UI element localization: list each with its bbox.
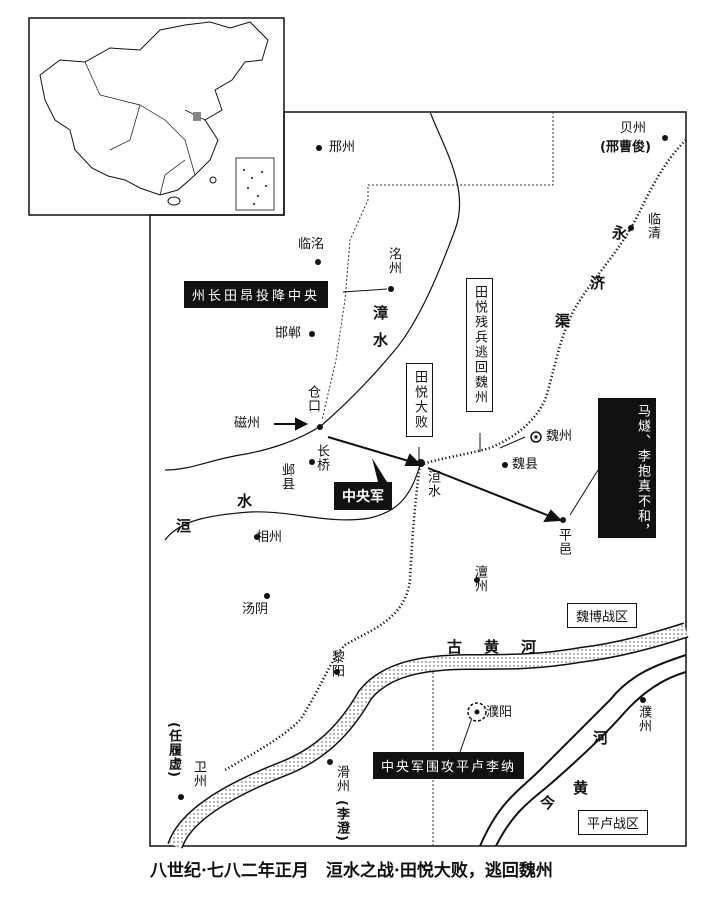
city-cangkou: 仓口 — [305, 385, 320, 413]
city-yexian: 邺县 — [279, 463, 294, 491]
river-line — [164, 424, 323, 471]
river-modern-2: 黄 — [573, 779, 589, 797]
weizhou-target-center — [534, 435, 538, 439]
city-changqiao: 长桥 — [314, 444, 329, 472]
city-linming: 临洺 — [298, 237, 325, 252]
city-handan: 邯郸 — [275, 326, 302, 341]
region-border — [321, 112, 554, 421]
general-li-cheng: (李澄) — [334, 800, 349, 842]
river-zhangshui: 漳水 — [371, 305, 389, 359]
inset-taiwan — [209, 176, 217, 184]
river-gu-huanghe: 古黄河 — [447, 638, 559, 656]
siege-center — [474, 709, 480, 715]
river-modern-1: 河 — [593, 729, 609, 747]
callout-tianyue-defeat: 田悦大败 — [406, 363, 433, 437]
callout-siege: 中央军围攻平卢李纳 — [373, 752, 525, 779]
city-weixian: 魏县 — [512, 457, 539, 472]
city-huazhou: 滑州 — [334, 765, 349, 793]
general-ren-luxu-name: 任履虚 — [166, 728, 181, 771]
river-yongji-1: 永 — [612, 224, 628, 242]
city-xingzhou: 邢州 — [329, 140, 356, 155]
city-puzhou: 濮州 — [636, 705, 651, 733]
modern-yellow-river — [479, 654, 687, 847]
city-shanzhou: 澶州 — [472, 565, 487, 593]
city-puyang: 濮阳 — [486, 705, 513, 720]
river-line — [321, 111, 461, 426]
yongji-canal — [224, 464, 422, 772]
city-cizhou: 磁州 — [234, 416, 261, 431]
inset-highlight-region — [193, 112, 201, 121]
inset-hainan — [167, 196, 181, 206]
river-line — [164, 464, 421, 541]
city-tangyin: 汤阴 — [242, 602, 269, 617]
general-xing-caojun: (邢曹俊) — [600, 140, 651, 155]
city-beizhou: 贝州 — [620, 121, 647, 136]
callout-tianyue-flee: 田悦残兵逃回魏州 — [466, 278, 493, 412]
river-yongji-3: 渠 — [555, 312, 571, 330]
river-yongji-2: 济 — [590, 274, 606, 292]
city-huanshui: 洹水 — [425, 470, 440, 498]
city-mingzhou: 洺州 — [386, 247, 401, 275]
inset-inner-boundaries — [84, 61, 206, 196]
river-huanshui-2: 洹 — [176, 517, 192, 535]
zone-pinglu: 平卢战区 — [578, 810, 649, 835]
city-linqing: 临清 — [645, 212, 660, 240]
inset-south-sea-box — [235, 157, 275, 211]
inset-islands — [243, 169, 267, 205]
zone-weibo: 魏博战区 — [567, 603, 638, 628]
ancient-yellow-river — [169, 624, 688, 849]
main-map-frame — [149, 111, 687, 847]
river-huanshui-1: 水 — [237, 492, 253, 510]
map-caption: 八世纪·七八二年正月 洹水之战·田悦大败，逃回魏州 — [150, 861, 553, 881]
city-xiangzhou: 相州 — [256, 530, 283, 545]
general-ren-luxu: (任履虚) — [166, 722, 181, 778]
general-xing-caojun-name: 邢曹俊 — [605, 140, 645, 155]
modern-yellow-river — [495, 671, 687, 847]
general-li-cheng-name: 李澄 — [334, 806, 349, 835]
callout-surrender: 州长田昂投降中央 — [184, 281, 329, 308]
inset-map-frame — [28, 17, 285, 216]
inset-china-outline — [39, 21, 269, 196]
callout-ma-li: 马燧、李抱真不和，停军不前 — [598, 398, 656, 599]
city-weizhou: 魏州 — [546, 429, 573, 444]
city-pingyi: 平邑 — [556, 528, 571, 556]
city-liyang: 黎阳 — [329, 650, 344, 678]
attack-arrow — [274, 417, 563, 523]
callout-lines — [342, 288, 599, 753]
city-dots — [178, 135, 668, 800]
river-modern-3: 今 — [540, 794, 556, 812]
callout-central-army: 中央军 — [334, 482, 392, 510]
city-weizhou-south: 卫州 — [191, 760, 206, 788]
